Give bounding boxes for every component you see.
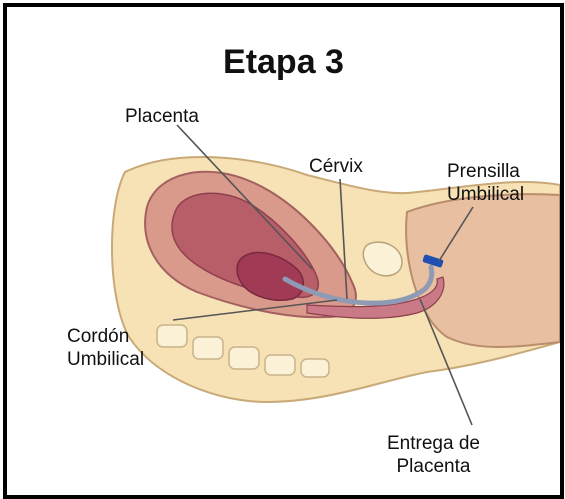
label-prensilla-line2: Umbilical bbox=[447, 183, 524, 206]
label-cervix: Cérvix bbox=[309, 155, 363, 178]
label-prensilla-line1: Prensilla bbox=[447, 160, 524, 183]
label-prensilla-umbilical: Prensilla Umbilical bbox=[447, 160, 524, 206]
diagram-title: Etapa 3 bbox=[7, 43, 560, 82]
label-cordon-umbilical: Cordón Umbilical bbox=[67, 325, 144, 371]
label-cordon-line1: Cordón bbox=[67, 325, 144, 348]
label-entrega-placenta: Entrega de Placenta bbox=[387, 432, 480, 478]
label-cordon-line2: Umbilical bbox=[67, 348, 144, 371]
label-placenta: Placenta bbox=[125, 105, 199, 128]
label-entrega-line1: Entrega de bbox=[387, 432, 480, 455]
label-entrega-line2: Placenta bbox=[387, 455, 480, 478]
diagram-frame: Etapa 3 Placenta Cérvix Prensilla Umbili… bbox=[3, 3, 564, 499]
